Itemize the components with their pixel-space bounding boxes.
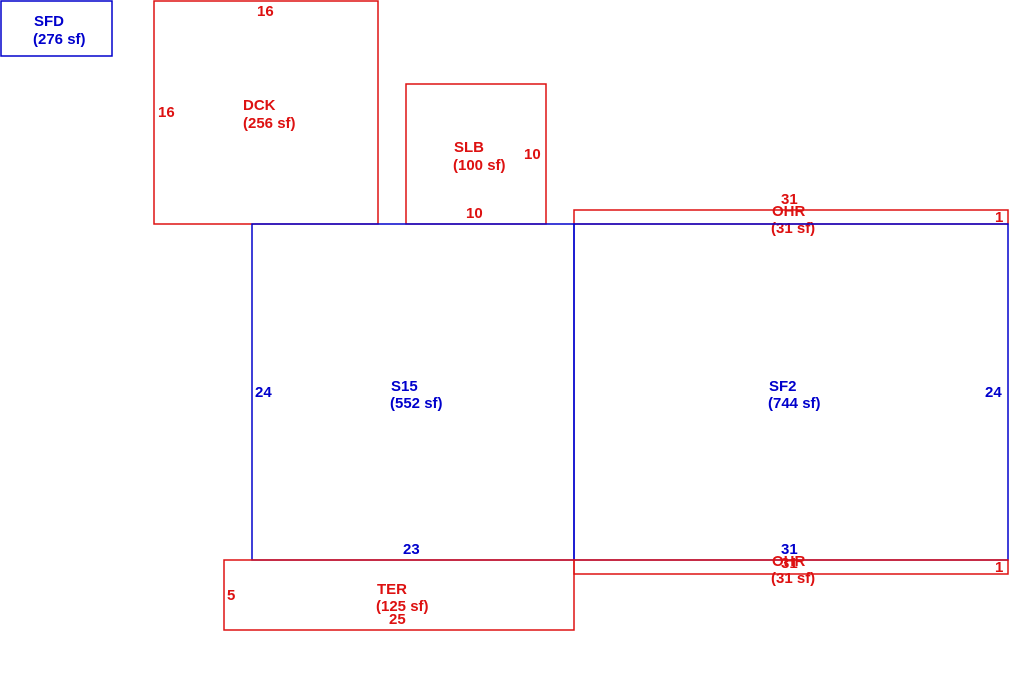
area-ohr-top-dim-top: 31 (781, 191, 798, 208)
area-sf2: SF2 (744 sf) 24 31 (573, 223, 1009, 561)
area-ohr-bottom-code: OHR (772, 553, 806, 570)
area-sf2-code: SF2 (769, 378, 797, 395)
area-ter-outline (223, 559, 575, 631)
area-slb: SLB (100 sf) 10 10 (405, 83, 547, 225)
area-ter-dim-bottom: 25 (389, 611, 406, 628)
area-s15-dim-left: 24 (255, 384, 272, 401)
area-ter: TER (125 sf) 5 25 (223, 559, 575, 631)
area-sfd-outline (0, 0, 113, 57)
area-ter-size: (125 sf) (376, 598, 429, 615)
area-ohr-top: 31 OHR (31 sf) 1 (573, 191, 1009, 237)
area-ohr-top-dim-right: 1 (995, 209, 1003, 226)
area-slb-size: (100 sf) (453, 157, 506, 174)
area-dck-size: (256 sf) (243, 115, 296, 132)
area-dck-dim-top: 16 (257, 3, 274, 20)
area-ohr-top-code: OHR (772, 203, 806, 220)
area-ter-dim-left: 5 (227, 587, 235, 604)
area-ter-code: TER (377, 581, 407, 598)
area-s15-dim-bottom: 23 (403, 541, 420, 558)
area-sf2-dim-right: 24 (985, 384, 1002, 401)
area-dck: DCK (256 sf) 16 16 (153, 0, 379, 225)
area-slb-dim-right: 10 (524, 146, 541, 163)
area-dck-dim-left: 16 (158, 104, 175, 121)
area-ohr-bottom-dim-top: 31 (781, 555, 798, 572)
area-sfd-code: SFD (34, 13, 64, 30)
area-slb-dim-bottom: 10 (466, 205, 483, 222)
area-dck-code: DCK (243, 97, 276, 114)
area-sf2-dim-bottom: 31 (781, 541, 798, 558)
area-s15-size: (552 sf) (390, 395, 443, 412)
area-ohr-bottom: 31 OHR (31 sf) 1 (573, 553, 1009, 587)
area-ohr-bottom-size: (31 sf) (771, 570, 815, 587)
area-s15-code: S15 (391, 378, 418, 395)
area-sfd-size: (276 sf) (33, 31, 86, 48)
area-sf2-size: (744 sf) (768, 395, 821, 412)
area-ohr-bottom-dim-right: 1 (995, 559, 1003, 576)
area-ohr-top-size: (31 sf) (771, 220, 815, 237)
area-s15: S15 (552 sf) 24 23 (251, 223, 575, 561)
area-sfd: SFD (276 sf) (0, 0, 113, 57)
area-slb-code: SLB (454, 139, 484, 156)
